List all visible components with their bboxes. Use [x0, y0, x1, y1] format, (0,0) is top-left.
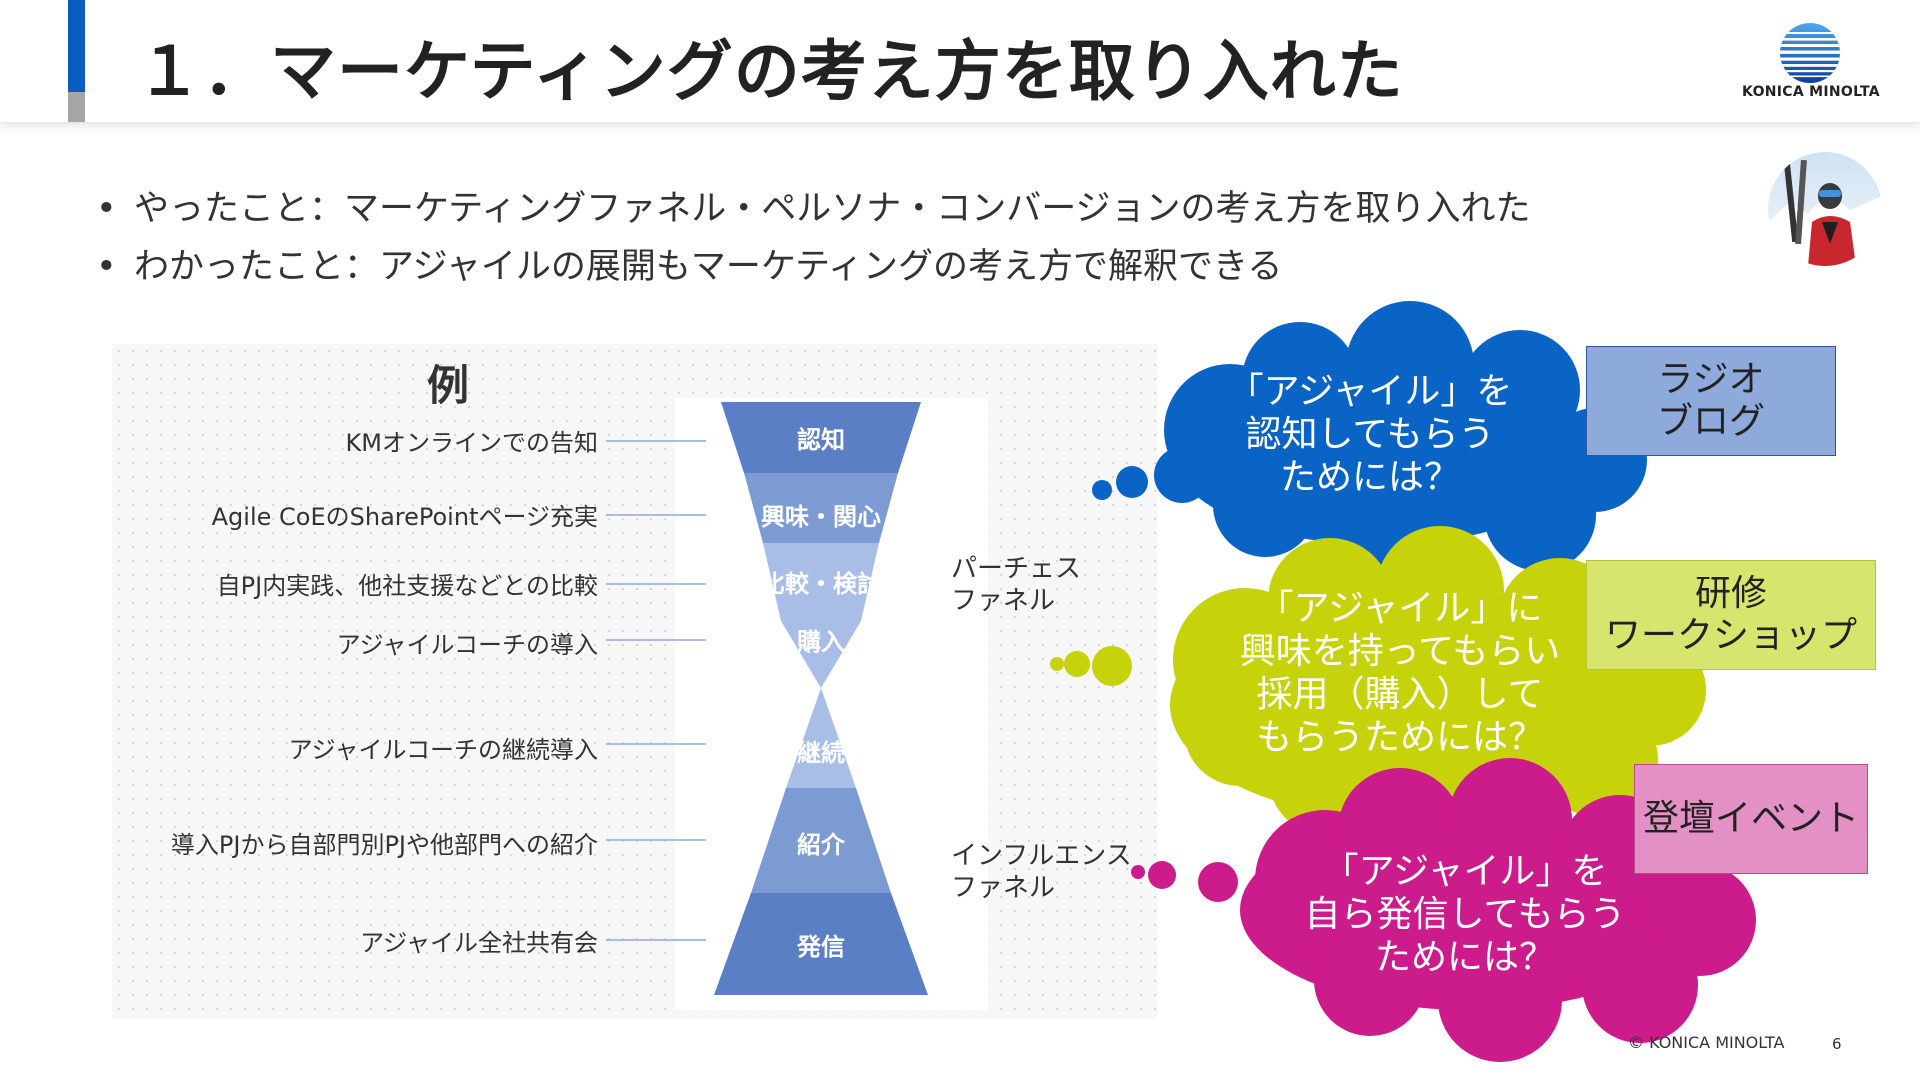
- stage-compare-shape: [763, 543, 879, 621]
- cloud-text-awareness: 「アジャイル」を 認知してもらう ためには？: [1227, 371, 1513, 498]
- purchase-funnel-label: パーチェス ファネル: [951, 554, 1082, 616]
- stage-label: 購入: [797, 628, 845, 656]
- bullet-list: • やったこと：マーケティングファネル・ペルソナ・コンバージョンの考え方を取り入れ…: [96, 180, 1531, 296]
- cloud-text-broadcast: 「アジャイル」を 自ら発信してもらう ためには？: [1304, 851, 1626, 978]
- stage-broadcast-shape: [714, 893, 928, 995]
- stage-continue-shape: [786, 688, 856, 788]
- page-number: 6: [1832, 1035, 1842, 1053]
- influence-funnel-label: インフルエンス ファネル: [951, 841, 1132, 903]
- bullet-text: やったこと：マーケティングファネル・ペルソナ・コンバージョンの考え方を取り入れた: [134, 189, 1531, 229]
- example-label: 自PJ内実践、他社支援などとの比較: [216, 572, 598, 600]
- presenter-avatar: [1768, 152, 1882, 266]
- konica-minolta-logo-icon: [1780, 23, 1840, 83]
- example-label: 導入PJから自部門別PJや他部門への紹介: [170, 831, 598, 859]
- footer-copyright: © KONICA MINOLTA: [1628, 1033, 1785, 1052]
- channel-tag-radio-blog: ラジオブログ: [1586, 346, 1836, 456]
- thought-cloud-broadcast: [1131, 758, 1756, 1062]
- logo-text: KONICA MINOLTA: [1742, 84, 1880, 100]
- slide-title: １．マーケティングの考え方を取り入れた: [136, 33, 1404, 110]
- bullet-marker: •: [96, 247, 117, 287]
- stage-label: 継続: [797, 739, 845, 767]
- stage-label: 比較・検討: [761, 570, 881, 598]
- stage-label: 興味・関心: [761, 503, 881, 531]
- example-label: Agile CoEのSharePointページ充実: [211, 503, 598, 531]
- stage-awareness-shape: [721, 402, 921, 473]
- example-label: アジャイルコーチの継続導入: [288, 736, 598, 764]
- stage-label: 認知: [797, 426, 845, 454]
- bullet-marker: •: [96, 189, 117, 229]
- cloud-text-interest: 「アジャイル」に 興味を持ってもらい 採用（購入）して もらうためには？: [1239, 588, 1561, 758]
- bullet-text: わかったこと：アジャイルの展開もマーケティングの考え方で解釈できる: [134, 247, 1283, 287]
- slide-header: [0, 0, 1920, 123]
- bullet-item: • やったこと：マーケティングファネル・ペルソナ・コンバージョンの考え方を取り入れ…: [96, 180, 1531, 238]
- stage-purchase-shape: [781, 621, 861, 688]
- stage-referral-shape: [751, 788, 891, 893]
- stage-label: 発信: [796, 933, 845, 961]
- channel-tag-speaking-event: 登壇イベント: [1634, 764, 1868, 874]
- diagram-heading: 例: [427, 361, 470, 410]
- example-label: アジャイル全社共有会: [360, 929, 598, 957]
- stage-interest-shape: [744, 473, 898, 543]
- stage-label: 紹介: [797, 831, 846, 859]
- title-accent-bar-blue: [68, 0, 85, 92]
- title-accent-bar-gray: [68, 92, 85, 122]
- bullet-item: • わかったこと：アジャイルの展開もマーケティングの考え方で解釈できる: [96, 238, 1531, 296]
- example-label: KMオンラインでの告知: [345, 429, 598, 457]
- example-label: アジャイルコーチの導入: [336, 631, 598, 659]
- channel-tag-training-workshop: 研修ワークショップ: [1586, 560, 1876, 670]
- thought-cloud-awareness: [1092, 301, 1647, 580]
